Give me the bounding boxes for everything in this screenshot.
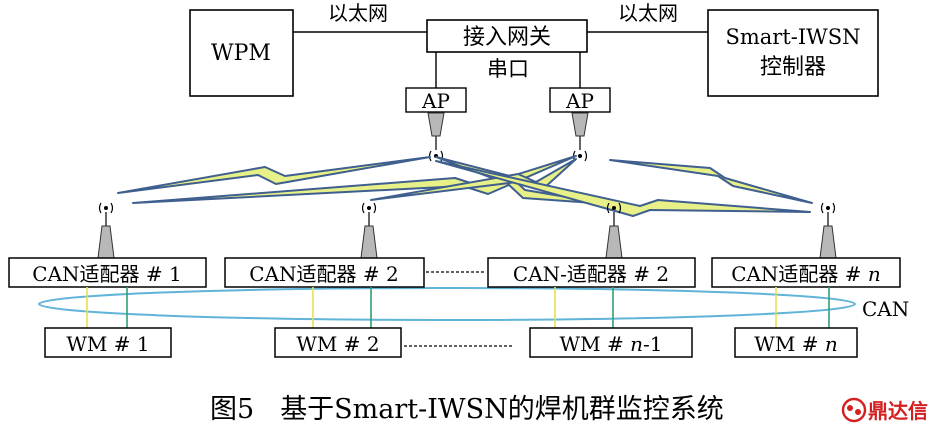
wm-1-label: WM # 1 xyxy=(66,332,149,356)
ap-antenna-right-icon xyxy=(571,112,589,162)
wm-n-minus-1-label: WM # n-1 xyxy=(560,332,663,356)
ap-label-left: AP xyxy=(421,89,450,113)
wm-2-box xyxy=(274,327,402,358)
wm-2-label: WM # 2 xyxy=(296,332,379,356)
wpm-box xyxy=(189,9,294,97)
node-antenna-1-icon xyxy=(97,202,115,259)
can-bus-label: CAN xyxy=(862,297,909,321)
can-adapter-1-box xyxy=(8,257,207,288)
can-adapter-3-label: CAN-适配器 # 2 xyxy=(513,262,669,286)
ethernet-label-left: 以太网 xyxy=(328,1,388,25)
watermark-text: 鼎达信 xyxy=(868,399,928,423)
wm-1-box xyxy=(44,327,172,358)
can-adapter-2-label: CAN适配器 # 2 xyxy=(249,262,398,286)
watermark-logo-icon xyxy=(841,397,867,423)
wm-n-minus-1-box xyxy=(529,327,693,358)
can-adapter-2-box xyxy=(224,257,425,288)
can-adapter-1-label: CAN适配器 # 1 xyxy=(32,262,181,286)
ap-label-right: AP xyxy=(565,89,594,113)
ethernet-label-right: 以太网 xyxy=(618,1,678,25)
controller-box xyxy=(707,9,879,97)
serial-label: 串口 xyxy=(487,57,529,81)
gateway-box xyxy=(426,19,588,53)
wm-n-box xyxy=(734,327,858,358)
controller-label-line1: Smart-IWSN xyxy=(725,25,860,49)
ap-box-right xyxy=(549,87,611,113)
can-adapter-4-box xyxy=(711,257,901,288)
can-adapter-4-label: CAN适配器 # n xyxy=(731,262,881,286)
node-antenna-4-icon xyxy=(819,202,837,259)
ap-antenna-left-icon xyxy=(427,112,445,162)
gateway-label: 接入网关 xyxy=(463,25,551,50)
wpm-label: WPM xyxy=(211,41,271,66)
controller-label-line2: 控制器 xyxy=(760,55,826,80)
node-antenna-2-icon xyxy=(360,202,378,259)
wireless-link-ap1-node4 xyxy=(435,160,811,217)
wm-n-label: WM # n xyxy=(754,332,837,356)
can-adapter-3-box xyxy=(487,257,696,288)
ap-box-left xyxy=(405,87,467,113)
wireless-link-ap2-node4 xyxy=(609,159,813,204)
wireless-link-ap1-node1 xyxy=(117,156,431,194)
can-bus-ellipse xyxy=(38,287,856,321)
